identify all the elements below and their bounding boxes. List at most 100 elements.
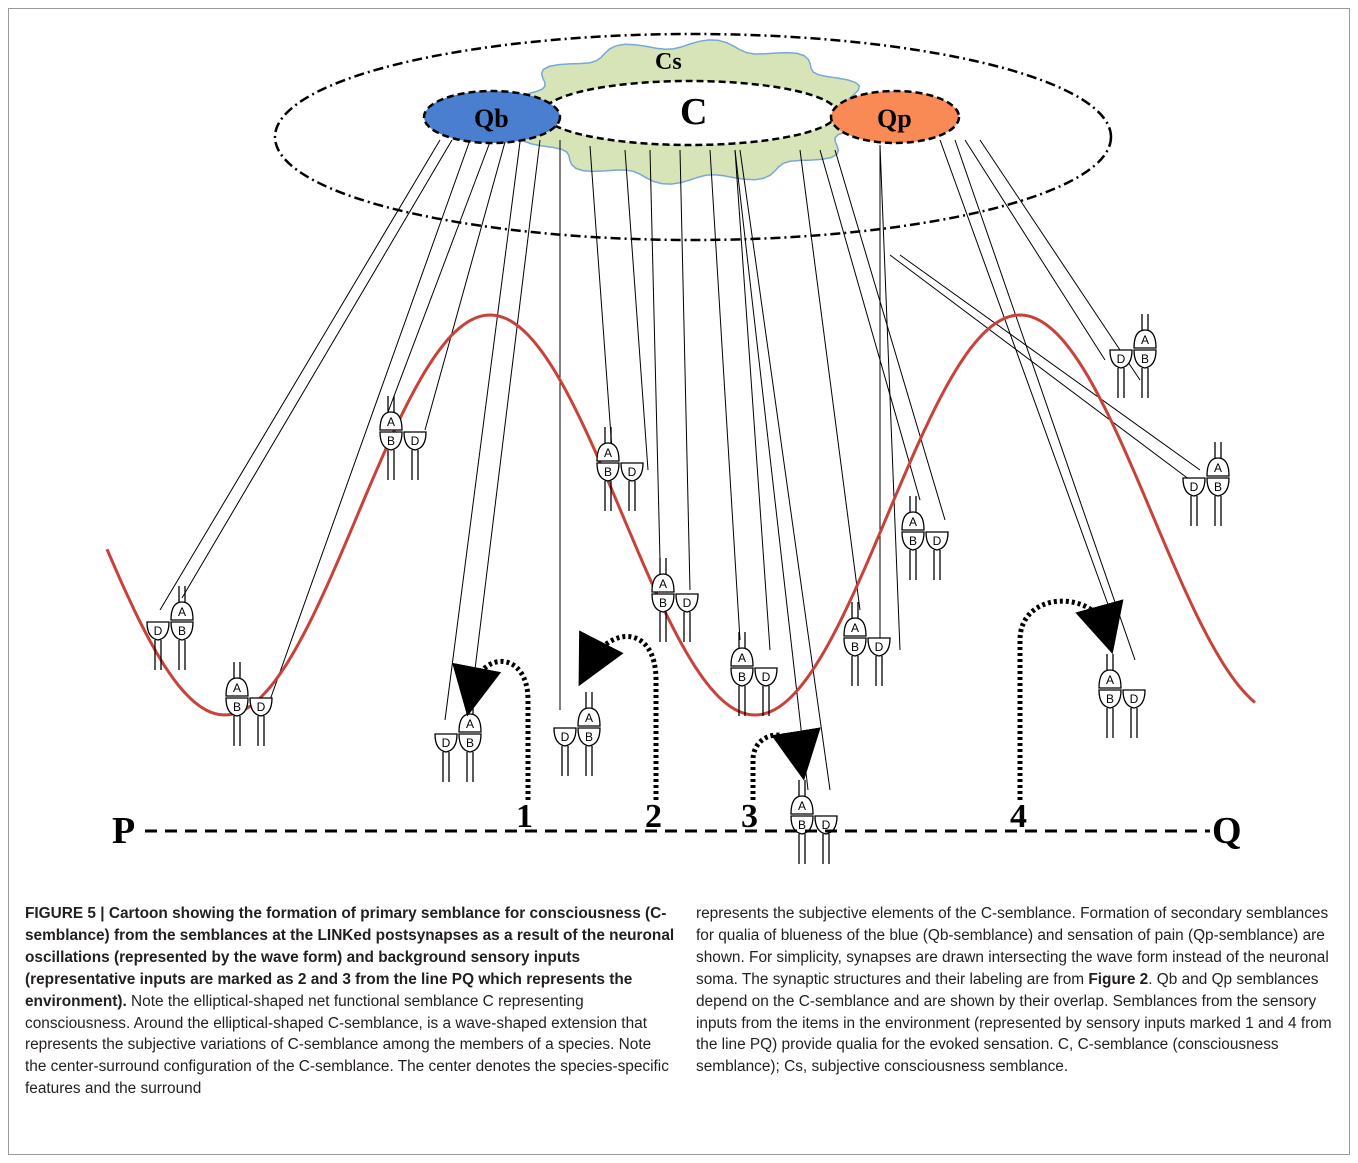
label-cs: Cs — [655, 49, 682, 75]
synapse: ABD — [1109, 314, 1157, 398]
label-input-2: 2 — [645, 798, 662, 835]
synapse-label-a: A — [604, 446, 612, 460]
synapse-label-a: A — [659, 577, 667, 591]
synapse: AB D — [651, 558, 699, 642]
caption-body-left: Note the elliptical-shaped net functiona… — [25, 992, 669, 1098]
connection-lines — [159, 139, 1201, 791]
connection-line — [709, 149, 741, 641]
caption-title: FIGURE 5 | Cartoon showing the formation… — [25, 905, 675, 1010]
connection-line — [979, 139, 1141, 381]
synapse-label-a: A — [738, 651, 746, 665]
sensory-arrow-3 — [750, 727, 821, 800]
synapse-label-b: B — [851, 640, 859, 654]
synapse-label-b: B — [659, 596, 667, 610]
connection-line — [889, 254, 1191, 481]
synapse-label-b: B — [1141, 352, 1149, 366]
synapse-label-d: D — [1117, 352, 1126, 366]
oscillation-wave — [105, 313, 1256, 717]
connection-line — [384, 141, 491, 421]
connection-line — [444, 141, 521, 721]
synapse: AB D — [146, 586, 194, 670]
synapse-label-a: A — [466, 717, 474, 731]
synapse-label-d: D — [933, 534, 942, 548]
sensory-input-arrows — [452, 598, 1124, 800]
synapse-label-b: B — [178, 624, 186, 638]
connection-line — [679, 149, 691, 591]
qp-semblance-ellipse — [829, 89, 961, 145]
synapse-label-b: B — [604, 465, 612, 479]
connection-line — [734, 149, 771, 651]
synapse-label-a: A — [909, 515, 917, 529]
label-qp: Qp — [877, 104, 912, 133]
connection-line — [181, 139, 453, 599]
caption-right-column: represents the subjective elements of th… — [696, 903, 1346, 1078]
synapse-label-b: B — [233, 700, 241, 714]
connection-line — [964, 139, 1106, 361]
synapse-label-b: B — [798, 818, 806, 832]
connection-line — [649, 149, 661, 561]
connection-line — [739, 149, 831, 791]
connection-line — [939, 139, 1111, 611]
connection-line — [269, 139, 471, 701]
synapse: AB D — [596, 427, 644, 511]
synapse-label-b: B — [466, 736, 474, 750]
connection-line — [589, 145, 613, 451]
synapse: AB D — [901, 496, 949, 580]
synapse-label-d: D — [561, 730, 570, 744]
synapse-label-d: D — [628, 465, 637, 479]
caption-body-right-2: . Qb and Qp semblances depend on the C-s… — [696, 970, 1332, 1076]
figure-frame — [8, 8, 1350, 1155]
connection-line — [819, 149, 921, 501]
synapse-label-a: A — [1106, 673, 1114, 687]
connection-line — [799, 149, 861, 611]
connection-line — [159, 139, 441, 611]
synapse-label-d: D — [762, 670, 771, 684]
synapse-label-b: B — [585, 730, 593, 744]
synapse: AB D — [553, 692, 601, 776]
synapse-label-a: A — [1214, 461, 1222, 475]
synapse-label-a: A — [585, 711, 593, 725]
synapse-label-d: D — [1130, 692, 1139, 706]
synapse-label-d: D — [1190, 480, 1199, 494]
label-input-1: 1 — [516, 798, 533, 835]
synapse-label-d: D — [154, 624, 163, 638]
connection-line — [899, 254, 1201, 471]
synapse-label-d: D — [411, 434, 420, 448]
connection-line — [834, 149, 946, 521]
synapse-label-a: A — [387, 415, 395, 429]
synapse-label-a: A — [233, 681, 241, 695]
connection-line — [879, 144, 901, 651]
synapse-label-d: D — [822, 818, 831, 832]
connection-line — [624, 149, 649, 471]
synapse-label-d: D — [875, 640, 884, 654]
synapse-label-b: B — [909, 534, 917, 548]
sensory-arrow-4 — [1017, 598, 1124, 800]
caption-body-right-1: represents the subjective elements of th… — [696, 905, 1329, 988]
label-input-4: 4 — [1010, 798, 1027, 835]
synapse-label-a: A — [178, 605, 186, 619]
synapse-label-b: B — [387, 434, 395, 448]
label-qb: Qb — [474, 104, 509, 133]
synapse: AB D — [225, 662, 273, 746]
connection-line — [734, 149, 809, 791]
synapse-label-d: D — [683, 596, 692, 610]
synapse-label-d: D — [257, 700, 266, 714]
synapse-label-d: D — [442, 736, 451, 750]
synapse: AB D — [730, 632, 778, 716]
qb-semblance-ellipse — [422, 89, 562, 145]
synapse-label-a: A — [851, 621, 859, 635]
caption-figure-ref: Figure 2 — [1088, 970, 1149, 988]
label-p: P — [112, 810, 135, 852]
connection-line — [469, 139, 541, 711]
label-q: Q — [1212, 810, 1242, 852]
synapse: AB D — [1182, 442, 1230, 526]
synapse-label-b: B — [1214, 480, 1222, 494]
synapse-label-b: B — [738, 670, 746, 684]
caption-left-column: FIGURE 5 | Cartoon showing the formation… — [25, 903, 675, 1100]
connection-line — [424, 141, 506, 431]
sensory-arrow-2 — [578, 630, 659, 800]
outer-ellipse — [273, 32, 1113, 242]
